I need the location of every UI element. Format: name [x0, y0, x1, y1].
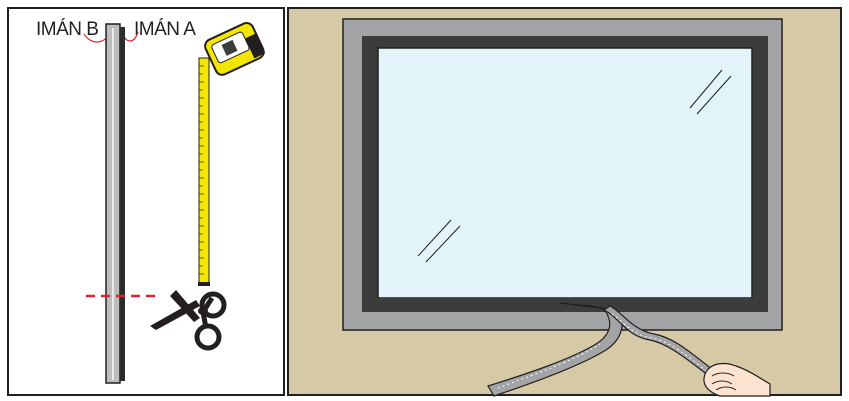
magnet-b-label: IMÁN B: [36, 19, 98, 40]
right-panel: [288, 8, 841, 396]
magnet-a-label: IMÁN A: [134, 19, 196, 40]
window: [343, 19, 782, 330]
magnet-strip-icon: [106, 24, 125, 383]
left-panel: IMÁN B IMÁN A: [8, 8, 284, 395]
